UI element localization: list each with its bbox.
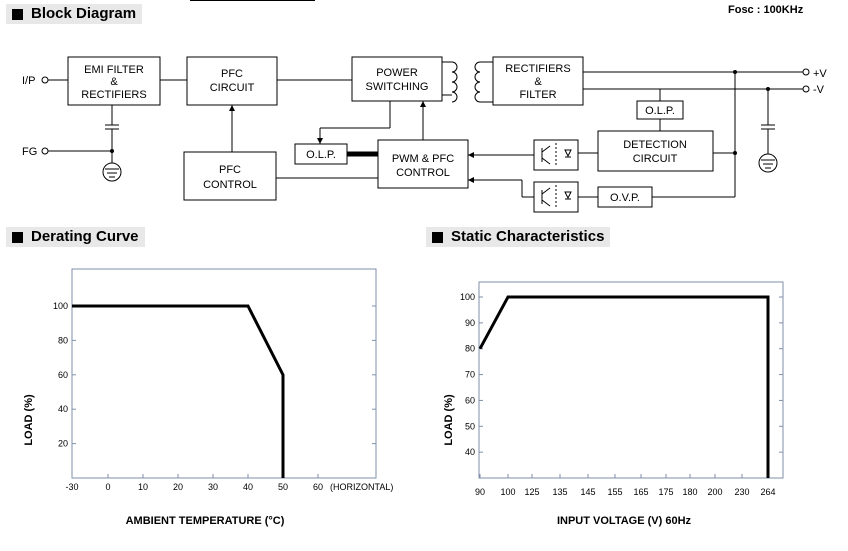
derating-curve-line [72,304,285,478]
pwm-line-2: CONTROL [396,167,450,179]
pfc-control-line-1: PFC [219,164,241,176]
x-tick-label: 40 [243,482,253,492]
fg-label: FG [22,146,37,158]
ground-icon [758,153,778,173]
detection-circuit-block [597,130,714,172]
top-rule [190,0,315,1]
bullet-square-icon [432,231,443,243]
y-tick-label: 100 [53,301,68,311]
x-tick-label: 60 [313,482,323,492]
pos-output-label: +V [813,68,827,80]
olp-left-label: O.L.P. [306,149,336,161]
pfc-circuit-line-2: CIRCUIT [210,82,255,94]
derating-x-axis-label: AMBIENT TEMPERATURE (°C) [126,515,285,527]
detection-line-2: CIRCUIT [633,153,678,165]
y-tick-label: 80 [58,335,68,345]
y-tick-label: 40 [58,404,68,414]
x-extra-label: (HORIZONTAL) [330,482,393,492]
pwm-line-1: PWM & PFC [392,153,454,165]
derating-plot-frame [71,268,377,479]
pos-terminal-icon [802,68,810,76]
x-tick-label: 0 [105,482,110,492]
derating-title: Derating Curve [31,228,139,245]
rect-filter-line-3: FILTER [519,89,556,101]
x-tick-label: 30 [208,482,218,492]
emi-line-2: & [110,76,118,88]
power-switching-block [351,56,443,102]
x-tick-label: 50 [278,482,288,492]
pwm-pfc-control-block [377,139,469,189]
block-diagram: EMI FILTER & RECTIFIERS PFC CIRCUIT POWE… [22,56,827,213]
neg-output-label: -V [813,84,825,96]
static-title: Static Characteristics [451,228,605,245]
emi-filter-block [67,56,161,106]
block-diagram-title: Block Diagram [31,5,137,22]
rectifiers-filter-block [492,56,584,106]
x-tick-label: 20 [173,482,183,492]
power-switching-line-2: SWITCHING [366,81,429,93]
section-title-block-diagram: Block Diagram [6,4,143,24]
ground-icon [102,162,122,182]
y-tick-label: 60 [58,370,68,380]
rect-filter-line-2: & [534,76,542,88]
x-tick-label: -30 [65,482,78,492]
y-tick-label: 20 [58,439,68,449]
olp-top-label: O.L.P. [645,105,675,117]
section-title-static: Static Characteristics [426,227,611,247]
detection-line-1: DETECTION [623,139,687,151]
neg-terminal-icon [802,85,810,93]
emi-line-3: RECTIFIERS [81,89,146,101]
transformer-icon [442,61,493,103]
pfc-circuit-line-1: PFC [221,68,243,80]
derating-y-axis-label: LOAD (%) [23,394,35,446]
fosc-label: Fosc : 100KHz [728,4,804,16]
bullet-square-icon [12,8,23,20]
rect-filter-line-1: RECTIFIERS [505,63,570,75]
emi-line-1: EMI FILTER [84,64,144,76]
power-switching-line-1: POWER [376,67,418,79]
x-tick-label: 10 [138,482,148,492]
ovp-label: O.V.P. [610,192,640,204]
pfc-control-block [183,151,277,201]
bullet-square-icon [12,231,23,243]
ip-label: I/P [22,75,35,87]
section-title-derating: Derating Curve [6,227,145,247]
pfc-control-line-2: CONTROL [203,179,257,191]
